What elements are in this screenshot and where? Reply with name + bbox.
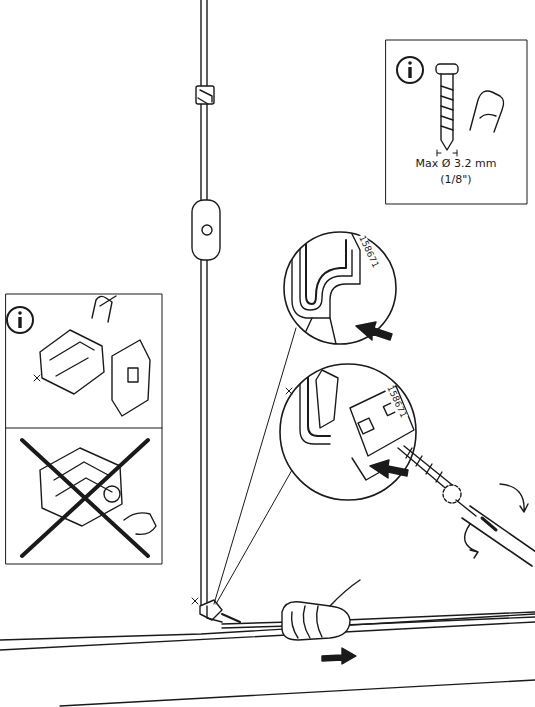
cord: [222, 612, 535, 624]
rotation-arrow: [500, 484, 528, 512]
info-box: [386, 40, 527, 204]
hand: [282, 602, 350, 640]
cord-clip: [200, 600, 240, 622]
cord-clip: [196, 86, 214, 104]
detail-circle: [284, 230, 396, 344]
info-box: [6, 294, 162, 564]
leader-line: [214, 328, 296, 604]
dimension-label: (1/8"): [439, 174, 472, 186]
mark: [286, 388, 292, 394]
floor-line: [60, 680, 535, 706]
dimension-label: Max Ø 3.2 mm: [415, 158, 498, 170]
screw: [398, 446, 461, 503]
screwdriver: [456, 484, 535, 566]
mark: [34, 375, 40, 381]
cord: [206, 255, 207, 608]
mark: [192, 598, 198, 604]
direction-arrow: [322, 648, 356, 664]
leader-line: [216, 470, 292, 604]
hand: [330, 580, 360, 606]
inline-switch: [192, 200, 220, 260]
detail-circle: [280, 364, 416, 500]
cord: [222, 617, 535, 628]
hand: [292, 606, 322, 638]
rotation-arrow: [465, 524, 478, 558]
